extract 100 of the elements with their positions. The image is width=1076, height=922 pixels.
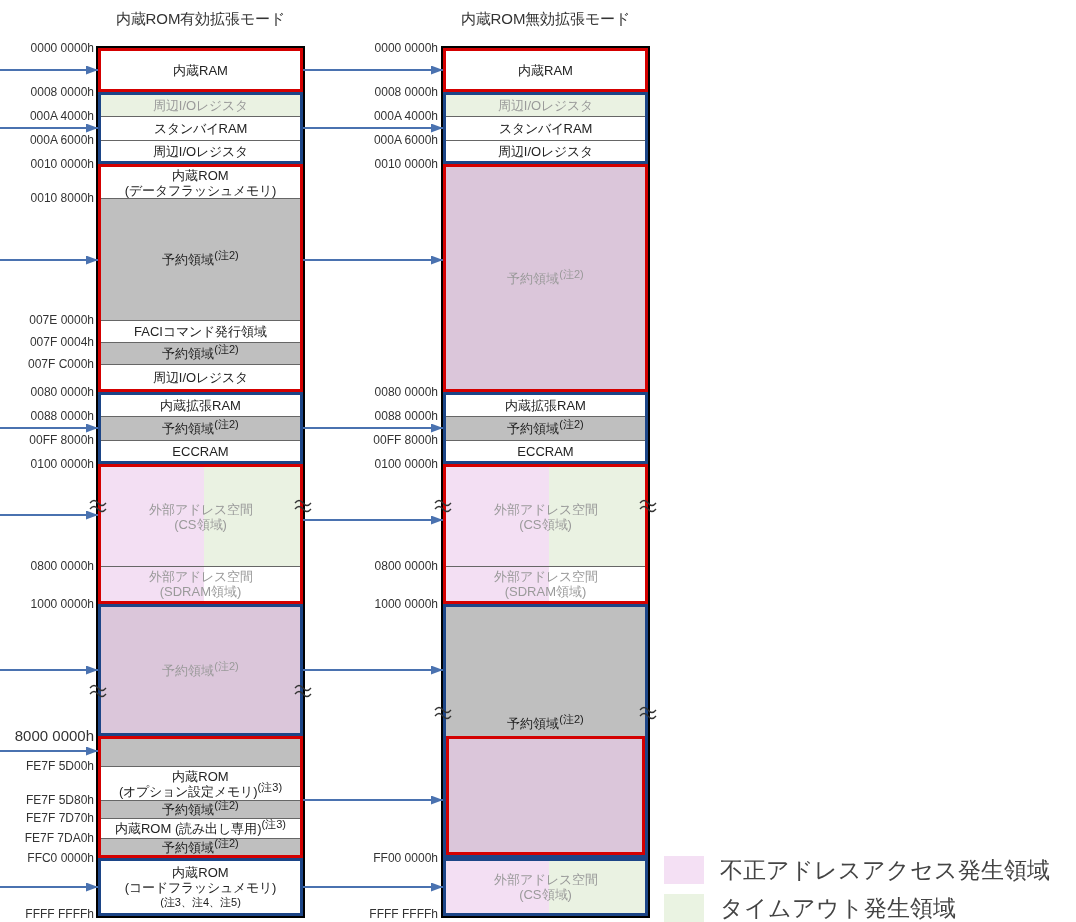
region-label: 内蔵拡張RAM <box>160 398 241 413</box>
address-label: 007F 0004h <box>28 335 94 349</box>
address-label: FE7F 5D80h <box>24 793 94 807</box>
address-label: FE7F 7DA0h <box>23 831 94 845</box>
memory-region <box>98 858 303 916</box>
address-label: 007E 0000h <box>28 313 94 327</box>
address-label: 000A 6000h <box>28 133 94 147</box>
address-label: 1000 0000h <box>373 597 438 611</box>
memory-region <box>446 140 645 161</box>
address-label: 0000 0000h <box>29 41 94 55</box>
arrow <box>0 123 99 133</box>
arrow <box>302 65 444 75</box>
region-label: (データフラッシュメモリ) <box>124 182 277 198</box>
memory-region <box>98 604 303 736</box>
memory-region <box>101 198 300 320</box>
address-label: 0800 0000h <box>373 559 438 573</box>
region-outline <box>98 464 303 604</box>
region-label: 予約領域$^{(注2)}$ <box>507 716 584 731</box>
region-label: 外部アドレス空間 <box>148 569 253 584</box>
address-label: 8000 0000h <box>13 728 94 744</box>
region-label: FACIコマンド発行領域 <box>134 324 267 339</box>
memory-region <box>446 566 645 601</box>
region-label: (CS領域) <box>519 887 572 902</box>
arrow <box>302 123 444 133</box>
region-label: 内蔵拡張RAM <box>505 398 586 413</box>
address-label: 0088 0000h <box>29 409 94 423</box>
arrow <box>0 746 99 756</box>
region-label: 予約領域$^{(注2)}$ <box>162 346 239 361</box>
address-label: 0100 0000h <box>373 457 438 471</box>
region-outline <box>443 392 648 464</box>
arrow <box>302 882 444 892</box>
legend-label: タイムアウト発生領域 <box>720 894 956 922</box>
region-label: 内蔵ROM (オプション設定メモリ)$^{(注3)}$ <box>117 768 284 799</box>
region-label: (CS領域) <box>519 516 572 532</box>
memory-region <box>101 416 300 440</box>
address-label: 000A 6000h <box>372 133 438 147</box>
column-heading: 内蔵ROM無効拡張モード <box>459 10 632 28</box>
address-label: 0080 0000h <box>29 385 94 399</box>
address-label: FE7F 7D70h <box>24 811 94 825</box>
region-label: ECCRAM <box>517 443 574 459</box>
memory-region <box>101 467 300 566</box>
arrow <box>0 882 99 892</box>
region-outline <box>98 736 303 858</box>
region-label: 予約領域$^{(注2)}$ <box>162 662 239 678</box>
region-label: 内蔵RAM <box>173 62 228 78</box>
arrow <box>302 423 444 433</box>
address-label: FFC0 0000h <box>26 851 94 865</box>
arrow <box>302 515 444 525</box>
memory-region <box>443 604 648 858</box>
memory-region <box>101 95 300 116</box>
region-label: (SDRAM領域) <box>504 584 587 599</box>
address-label: 0008 0000h <box>29 85 94 99</box>
region-label: 予約領域$^{(注2)}$ <box>507 421 584 436</box>
address-label: 1000 0000h <box>29 597 94 611</box>
region-label: スタンバイRAM <box>498 121 593 136</box>
region-label: 周辺I/Oレジスタ <box>152 98 249 113</box>
address-label: 0010 8000h <box>29 191 94 205</box>
memory-region <box>101 140 300 161</box>
arrow <box>302 255 444 265</box>
memory-region <box>101 800 300 818</box>
memory-region <box>101 838 300 855</box>
memory-region <box>446 95 645 116</box>
memory-region <box>446 467 645 566</box>
address-label: FFFF FFFFh <box>368 907 438 921</box>
region-label: 周辺I/Oレジスタ <box>497 143 594 159</box>
region-label: 外部アドレス空間 <box>493 569 598 584</box>
memory-region <box>443 164 648 392</box>
memory-region <box>446 416 645 440</box>
region-label: (SDRAM領域) <box>159 584 242 599</box>
arrow <box>0 665 99 675</box>
memory-region <box>101 739 300 766</box>
address-label: FF00 0000h <box>372 851 438 865</box>
arrow <box>0 423 99 433</box>
column-heading: 内蔵ROM有効拡張モード <box>114 10 287 28</box>
region-outline <box>98 92 303 164</box>
region-label: 内蔵ROM <box>172 864 229 880</box>
region-label: 内蔵ROM (読み出し専用)$^{(注3)}$ <box>114 821 287 836</box>
region-label: 外部アドレス空間 <box>493 872 598 887</box>
region-label: 予約領域$^{(注2)}$ <box>162 802 239 817</box>
address-label: 007F C000h <box>26 357 94 371</box>
region-label: 周辺I/Oレジスタ <box>497 98 594 113</box>
address-label: 0000 0000h <box>373 41 438 55</box>
arrow <box>0 65 99 75</box>
region-outline <box>98 392 303 464</box>
region-outline <box>443 464 648 604</box>
arrow <box>0 255 99 265</box>
memory-region <box>443 858 648 916</box>
address-label: 0100 0000h <box>29 457 94 471</box>
region-label: ECCRAM <box>172 443 229 459</box>
region-label: 予約領域$^{(注2)}$ <box>162 839 239 855</box>
region-label: 外部アドレス空間 <box>148 501 253 517</box>
address-label: 0010 0000h <box>29 157 94 171</box>
region-label: 外部アドレス空間 <box>493 501 598 517</box>
address-label: 000A 4000h <box>28 109 94 123</box>
address-label: 000A 4000h <box>372 109 438 123</box>
legend-label: 不正アドレスアクセス発生領域 <box>720 856 1050 885</box>
memory-region <box>443 48 648 92</box>
region-label: 内蔵ROM <box>172 167 229 183</box>
region-label: 内蔵RAM <box>518 62 573 78</box>
region-label: スタンバイRAM <box>153 121 248 136</box>
